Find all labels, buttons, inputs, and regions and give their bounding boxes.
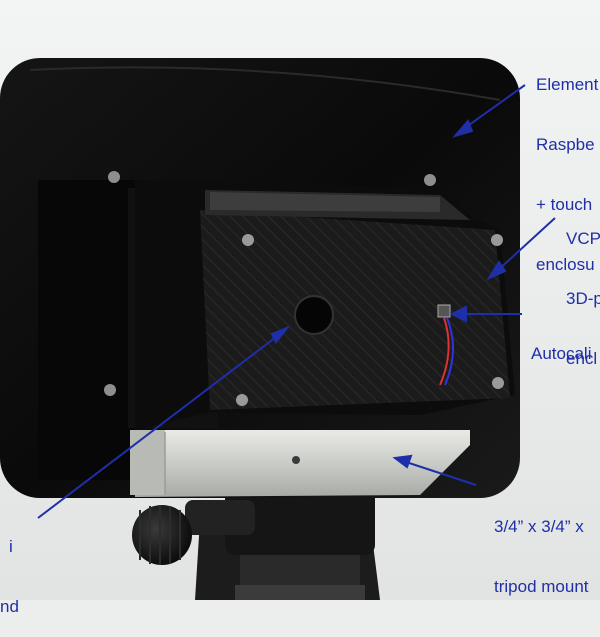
autocal-sensor [437, 304, 451, 318]
device-photo [0, 0, 600, 600]
display-label-line-3: + touch [536, 195, 593, 214]
autocal-label-line-1: Autocali [531, 344, 592, 363]
display-label-line-1: Element [536, 75, 599, 94]
camera-label: i nd [0, 497, 19, 637]
vcp-label-line-3: encl [566, 349, 598, 368]
autocal-label: Autocali [531, 304, 591, 384]
display-label-line-2: Raspbe [536, 135, 595, 154]
arrow-display [461, 84, 526, 131]
vcp-enclosure-label: VCP 3D-p encl [566, 189, 600, 389]
rail-label-line-1: 3/4” x 3/4” x [494, 517, 584, 536]
screw [108, 171, 120, 183]
tripod [132, 485, 380, 600]
tripod-knob [132, 505, 192, 565]
vcp-label-line-2: 3D-p [566, 289, 600, 308]
rail-label-line-2: tripod mount [494, 577, 589, 596]
vcp-enclosure [135, 180, 515, 430]
screw [491, 234, 503, 246]
screw [236, 394, 248, 406]
tripod-thread-hole [292, 456, 300, 464]
vcp-label-line-1: VCP [566, 229, 600, 248]
camera-label-line-1: i [9, 537, 13, 556]
arrow-rail [402, 460, 477, 486]
display-label-line-4: enclosu [536, 255, 595, 274]
arrow-vcp [495, 217, 556, 273]
camera-lens-opening [294, 295, 334, 335]
rail-label: 3/4” x 3/4” x tripod mount [494, 477, 589, 617]
camera-label-line-2: nd [0, 597, 19, 616]
display-enclosure-label: Element Raspbe + touch enclosu [536, 35, 598, 295]
screw [242, 234, 254, 246]
screw [424, 174, 436, 186]
mounting-rail [130, 430, 470, 497]
annotation-arrows [37, 84, 556, 519]
screw [104, 384, 116, 396]
screw [492, 377, 504, 389]
arrow-camera [37, 333, 281, 519]
